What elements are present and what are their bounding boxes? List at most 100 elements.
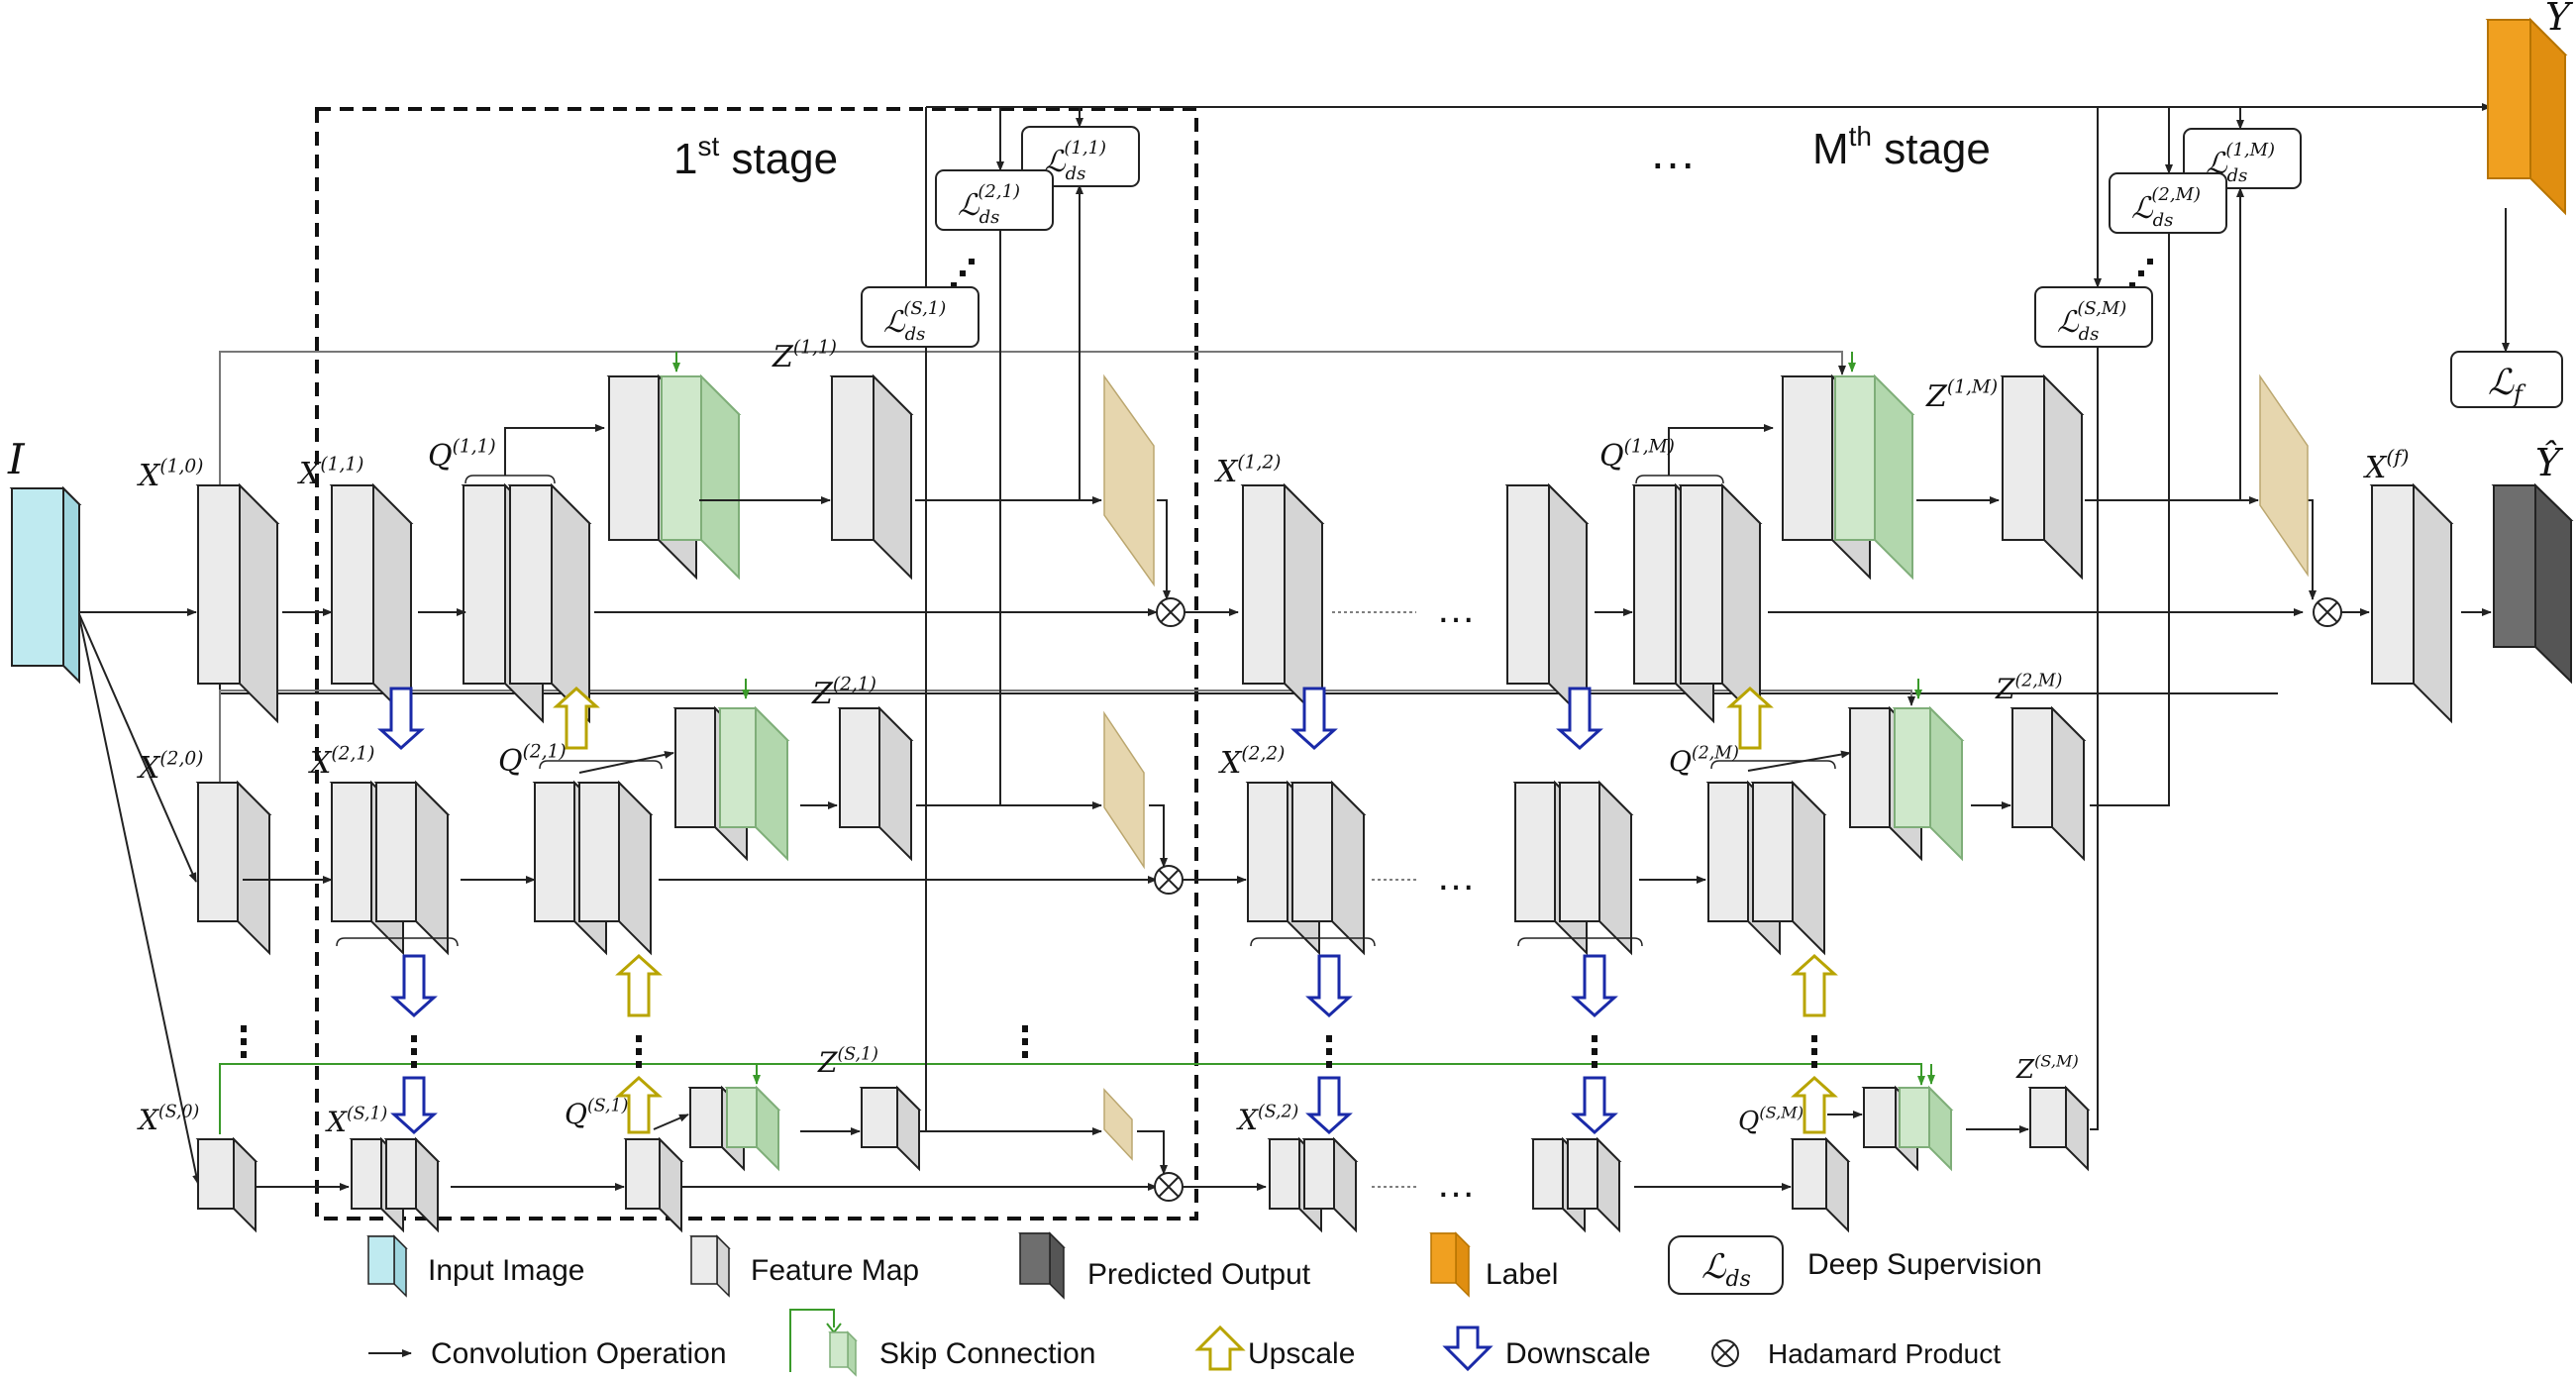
legend-hadamard-label: Hadamard Product — [1768, 1338, 2001, 1369]
rowS-ellipsis: … — [1436, 1162, 1476, 1206]
upscale-arrow-s1-rS — [615, 953, 663, 1017]
block-Q1M-b — [1678, 482, 1763, 724]
legend-downscale-icon — [1442, 1326, 1494, 1372]
label-X21: X(2,1) — [308, 744, 374, 782]
scale-arrows — [377, 686, 1838, 1135]
legend-label-swatch — [1429, 1231, 1471, 1298]
label-Y-block — [2485, 17, 2568, 216]
block-XS2-b — [1301, 1136, 1359, 1233]
legend-upscale-icon — [1194, 1325, 1246, 1371]
legend-skip-label: Skip Connection — [879, 1337, 1095, 1370]
stage-ellipsis: … — [1649, 127, 1697, 179]
group-bracket-0 — [464, 475, 556, 484]
group-bracket-5 — [1517, 937, 1643, 947]
label-Z21: Z(2,1) — [811, 675, 876, 712]
vertical-dots-4 — [1326, 1035, 1332, 1068]
block-Q21-b — [576, 780, 654, 956]
legend-skip-swatch — [789, 1309, 858, 1377]
block-concat1M-skip — [1832, 373, 1915, 581]
block-concatSM-skip — [1897, 1085, 1954, 1172]
vertical-dots-1 — [411, 1035, 417, 1068]
block-QSM — [1790, 1136, 1851, 1233]
legend-input-label: Input Image — [428, 1254, 584, 1287]
vertical-dots-3 — [1022, 1025, 1028, 1058]
label-XS2: X(S,2) — [1236, 1102, 1298, 1136]
svg-text:ℒds(S,1): ℒds(S,1) — [883, 298, 946, 345]
legend-feature-swatch — [689, 1234, 731, 1298]
block-XS0 — [195, 1136, 258, 1233]
label-Q21: Q(2,1) — [498, 742, 567, 780]
block-ZS1 — [859, 1085, 922, 1172]
vertical-dots-6 — [1811, 1035, 1817, 1068]
first-stage-title: 1st stage — [673, 131, 838, 183]
label-XS0: X(S,0) — [137, 1102, 199, 1136]
block-XS1-b — [383, 1136, 441, 1233]
predicted-output-block — [2491, 482, 2574, 685]
legend-output-label: Predicted Output — [1087, 1258, 1311, 1291]
vertical-dots-0 — [241, 1025, 247, 1058]
legend-input-swatch — [366, 1234, 408, 1298]
block-concat21-skip — [717, 705, 790, 862]
label-X12: X(1,2) — [1214, 453, 1281, 490]
block-Q2M-b — [1750, 780, 1827, 956]
block-concat11-skip — [659, 373, 742, 581]
first-stage-box — [315, 107, 1198, 1221]
output-symbol: Ŷ — [2535, 441, 2564, 484]
block-Z11 — [829, 373, 914, 581]
label-QS1: Q(S,1) — [565, 1096, 628, 1130]
upscale-arrow-sM-rS — [1791, 953, 1838, 1017]
legend-feature-label: Feature Map — [751, 1254, 919, 1287]
block-X21-b — [373, 780, 451, 956]
legend-ds-label: Deep Supervision — [1807, 1248, 2042, 1281]
label-X10: X(1,0) — [137, 457, 203, 494]
label-ZS1: Z(S,1) — [817, 1044, 878, 1079]
legend-output-swatch — [1018, 1231, 1066, 1300]
vertical-dots-2 — [636, 1035, 642, 1068]
hadamard-row2 — [1154, 865, 1184, 895]
feature-blocks — [195, 352, 2454, 1233]
upscale-arrow-s1-r2 — [553, 686, 600, 750]
svg-text:ℒds(2,M): ℒds(2,M) — [2131, 184, 2201, 231]
label-symbol: Y — [2545, 0, 2574, 39]
block-Xf — [2369, 482, 2454, 724]
ds-box-S-1: ℒds(S,1) — [861, 286, 979, 348]
svg-text:ℒds(S,M): ℒds(S,M) — [2057, 298, 2126, 345]
input-symbol: I — [7, 435, 26, 483]
block-X22-b — [1289, 780, 1367, 956]
label-X11: X(1,1) — [297, 455, 363, 492]
downscale-arrow-sM-r1 — [1556, 687, 1603, 751]
downscale-arrow-s1-rS — [390, 1076, 438, 1135]
block-concat2M-skip — [1892, 705, 1965, 862]
downscale-arrow-s1-r1 — [377, 687, 425, 751]
label-QSM: Q(S,M) — [1738, 1103, 1803, 1136]
label-Q1M: Q(1,M) — [1599, 437, 1675, 475]
label-X20: X(2,0) — [137, 749, 203, 787]
xf-label: X(f) — [2363, 445, 2409, 485]
downscale-arrow-s2-r1 — [1290, 687, 1338, 751]
label-Z11: Z(1,1) — [772, 338, 837, 375]
block-Z21 — [837, 705, 914, 862]
ds-box-S-M: ℒds(S,M) — [2034, 286, 2153, 348]
label-Q2M: Q(2,M) — [1669, 743, 1739, 778]
block-Z1M — [2000, 373, 2085, 581]
label-Q11: Q(1,1) — [428, 437, 496, 475]
upscale-arrow-sM-rS2 — [1791, 1075, 1838, 1134]
legend-label-label: Label — [1486, 1258, 1558, 1291]
group-bracket-1 — [1635, 475, 1724, 484]
block-ZSM — [2027, 1085, 2091, 1172]
label-Z2M: Z(2,M) — [1995, 671, 2062, 705]
block-concatS1-skip — [724, 1085, 781, 1172]
vertical-ellipsis — [241, 259, 2153, 1068]
ds-box-2-1: ℒds(2,1) — [935, 169, 1054, 231]
hadamard-rowS — [1154, 1172, 1184, 1202]
legend: Input Image Feature Map Predicted Output… — [366, 1231, 2042, 1377]
group-bracket-6 — [1710, 760, 1836, 770]
block-QS1 — [623, 1136, 684, 1233]
ds-box-1-1: ℒds(1,1) — [1021, 126, 1140, 187]
legend-ds-swatch — [1668, 1235, 1784, 1295]
legend-ds-symbol: ℒds — [1701, 1247, 1751, 1292]
downscale-arrow-sM-r2 — [1571, 954, 1618, 1018]
block-labels: X(1,0) X(1,1) Q(1,1) Z(1,1) X(2,0) X(2,1) Q(2,… — [137, 338, 2079, 1139]
attention-map-row2-stage1 — [1103, 710, 1145, 870]
